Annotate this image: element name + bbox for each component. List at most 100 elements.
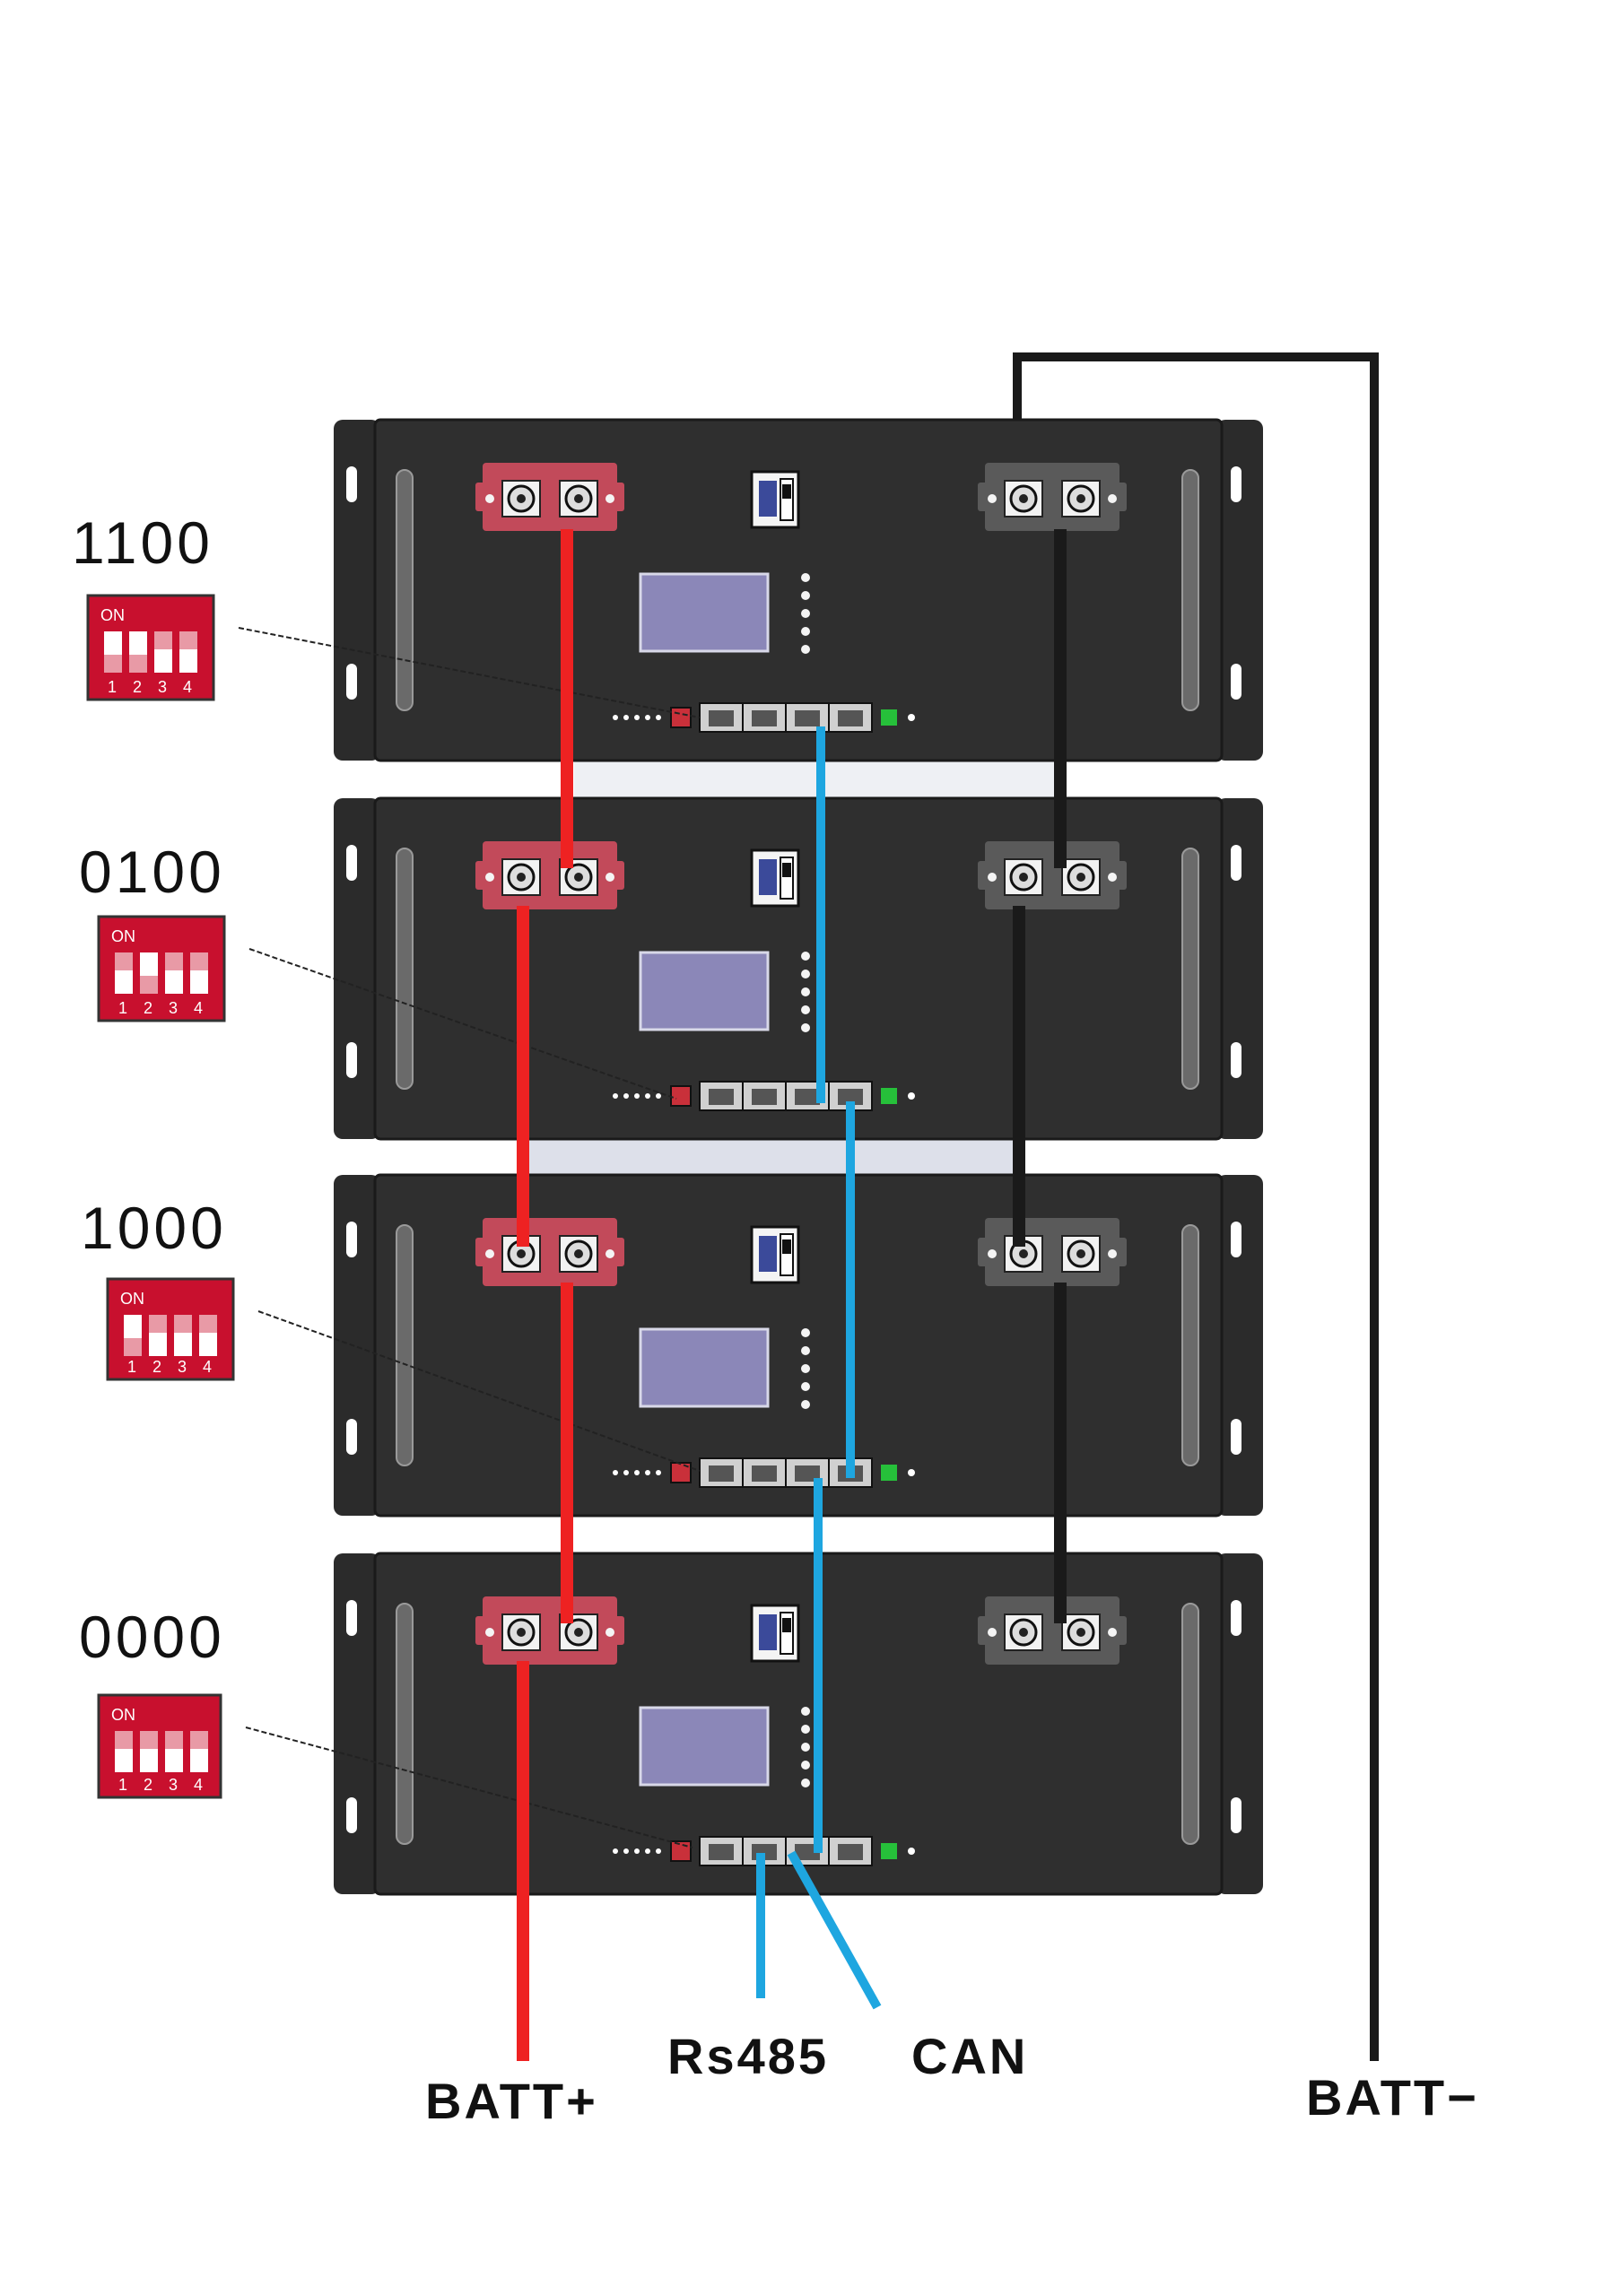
dip-number: 1 xyxy=(108,678,117,696)
dip-lever xyxy=(165,970,183,994)
mount-slot xyxy=(1231,1419,1241,1455)
batt-neg-cable xyxy=(1013,352,1379,2061)
dip-on-label: ON xyxy=(120,1290,144,1308)
handle-right xyxy=(1181,1603,1199,1845)
mount-slot xyxy=(1231,466,1241,502)
negative-terminal-icon xyxy=(976,1216,1128,1288)
mount-slot xyxy=(346,466,357,502)
breaker-icon xyxy=(750,470,800,529)
mount-slot xyxy=(1231,664,1241,700)
handle-right xyxy=(1181,848,1199,1090)
mount-slot xyxy=(1231,1042,1241,1078)
status-led xyxy=(801,627,810,636)
status-led xyxy=(801,1023,810,1032)
mount-ear-right xyxy=(1216,420,1263,761)
leader-line xyxy=(257,1310,701,1472)
handle-right xyxy=(1181,469,1199,711)
mount-slot xyxy=(346,664,357,700)
mount-slot xyxy=(1231,1797,1241,1833)
status-led xyxy=(801,1779,810,1787)
dip-lever xyxy=(174,1333,192,1356)
dip-switch-icon xyxy=(97,1693,222,1799)
mount-slot xyxy=(346,1222,357,1257)
status-led xyxy=(801,1707,810,1716)
dip-lever xyxy=(124,1315,142,1338)
dip-on-label: ON xyxy=(100,606,125,624)
status-led xyxy=(801,591,810,600)
mount-ear-left xyxy=(334,1553,380,1894)
dip-lever xyxy=(154,649,172,673)
handle-left xyxy=(396,469,414,711)
negative-terminal-icon xyxy=(976,839,1128,911)
dip-lever xyxy=(165,1749,183,1772)
lcd-screen-icon xyxy=(639,1327,770,1408)
mount-slot xyxy=(346,1600,357,1636)
dip-number: 3 xyxy=(158,678,167,696)
leader-line xyxy=(245,1726,693,1848)
comm-cable-group xyxy=(756,726,882,2010)
dip-lever xyxy=(104,631,122,655)
dip-on-label: ON xyxy=(111,1706,135,1724)
dip-code-label: 1000 xyxy=(81,1195,227,1261)
mount-slot xyxy=(1231,845,1241,881)
dip-number: 2 xyxy=(144,999,152,1017)
gap-strip xyxy=(529,1137,1014,1175)
mount-ear-left xyxy=(334,1175,380,1516)
batt-pos-label: BATT+ xyxy=(425,2073,598,2129)
dip-number: 2 xyxy=(144,1776,152,1794)
dip-number: 4 xyxy=(194,1776,203,1794)
status-led xyxy=(801,1761,810,1770)
dip-number: 1 xyxy=(118,1776,127,1794)
dip-lever xyxy=(179,649,197,673)
lcd-screen-icon xyxy=(639,951,770,1031)
status-led xyxy=(801,645,810,654)
dip-number: 4 xyxy=(203,1358,212,1376)
mount-ear-left xyxy=(334,798,380,1139)
status-led xyxy=(801,952,810,961)
mount-ear-right xyxy=(1216,1553,1263,1894)
breaker-icon xyxy=(750,1604,800,1663)
leader-line xyxy=(238,627,701,718)
dip-lever xyxy=(190,970,208,994)
mount-slot xyxy=(1231,1600,1241,1636)
dip-lever xyxy=(129,631,147,655)
status-led xyxy=(801,1725,810,1734)
dip-number: 1 xyxy=(118,999,127,1017)
dip-number: 3 xyxy=(169,1776,178,1794)
can-cable xyxy=(787,1850,882,2010)
dip-lever xyxy=(115,970,133,994)
dip-lever xyxy=(140,952,158,976)
status-led xyxy=(801,970,810,978)
status-led xyxy=(801,1382,810,1391)
dip-number: 4 xyxy=(183,678,192,696)
breaker-icon xyxy=(750,848,800,908)
positive-cable-group xyxy=(517,529,573,2061)
dip-code-label: 0100 xyxy=(79,839,225,905)
dip-number: 3 xyxy=(169,999,178,1017)
dip-number: 2 xyxy=(133,678,142,696)
mount-slot xyxy=(346,1797,357,1833)
battery-module xyxy=(334,796,1263,1141)
dip-lever xyxy=(190,1749,208,1772)
handle-left xyxy=(396,848,414,1090)
can-label: CAN xyxy=(911,2028,1028,2084)
dip-lever xyxy=(115,1749,133,1772)
status-led xyxy=(801,1328,810,1337)
dip-code-label: 0000 xyxy=(79,1604,225,1670)
dip-lever xyxy=(199,1333,217,1356)
breaker-icon xyxy=(750,1225,800,1284)
status-led xyxy=(801,609,810,618)
positive-terminal-icon xyxy=(474,1595,626,1666)
status-led xyxy=(801,987,810,996)
status-led xyxy=(801,1364,810,1373)
dip-lever xyxy=(140,1749,158,1772)
batt-neg-label: BATT− xyxy=(1306,2069,1479,2126)
leader-line xyxy=(248,948,677,1100)
status-led xyxy=(801,1005,810,1014)
mount-ear-left xyxy=(334,420,380,761)
